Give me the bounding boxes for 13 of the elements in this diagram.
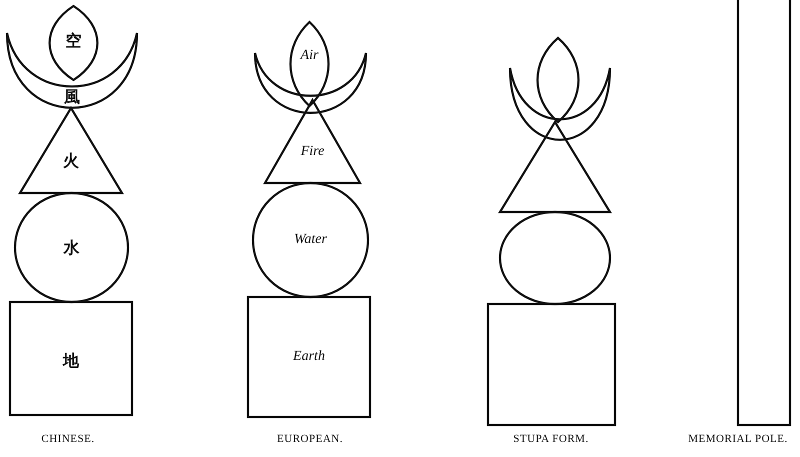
element-label: 風: [64, 88, 80, 105]
element-label: Air: [300, 48, 318, 63]
element-label: Earth: [293, 350, 325, 364]
figure-caption: STUPA FORM.: [513, 433, 589, 445]
figure-caption: CHINESE.: [41, 433, 95, 445]
figure-caption: MEMORIAL POLE.: [688, 433, 788, 445]
element-label: 地: [63, 352, 79, 369]
element-label: Water: [294, 233, 327, 247]
figure-caption: EUROPEAN.: [277, 433, 343, 445]
element-label: 水: [64, 240, 80, 256]
element-label: 火: [63, 152, 79, 169]
element-label: Fire: [300, 145, 324, 160]
element-label: 空: [66, 32, 82, 49]
